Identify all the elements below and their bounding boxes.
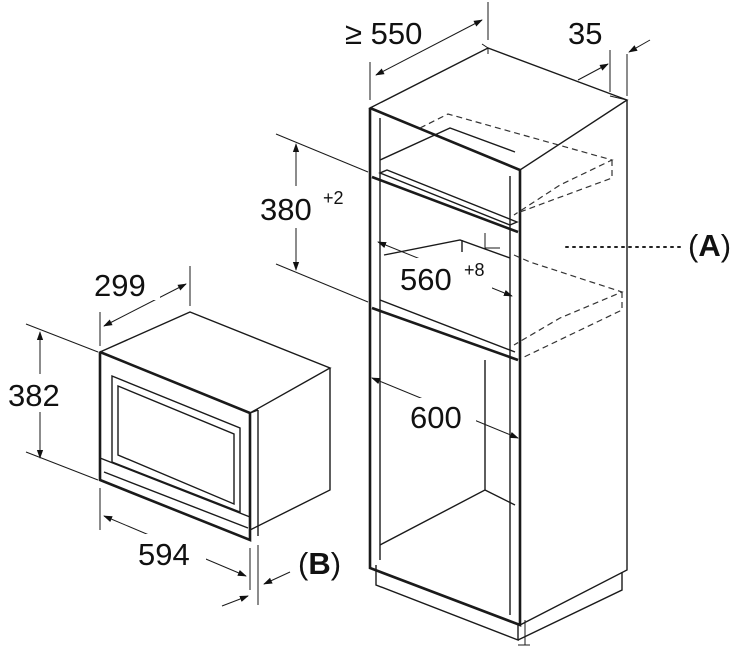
niche-width-label: 560 [400, 262, 452, 297]
reference-b-label: (B) [298, 546, 341, 581]
dimension-niche-height: 380 +2 [258, 133, 369, 303]
tall-cabinet [368, 43, 629, 646]
dimension-back-gap: 35 [568, 16, 651, 96]
dimension-appliance-height: 382 [6, 323, 99, 481]
dimension-appliance-depth: 299 [92, 266, 191, 346]
cabinet-depth-label: ≥ 550 [345, 16, 422, 51]
built-in-appliance [98, 311, 332, 542]
appliance-width-label: 594 [138, 537, 190, 572]
dimension-niche-width: 560 +8 [377, 241, 513, 297]
niche-height-label: 380 [260, 192, 312, 227]
dimension-cabinet-width: 600 [371, 377, 519, 439]
reference-b: (B) [298, 546, 341, 581]
niche-width-tolerance: +8 [464, 260, 485, 280]
dimension-appliance-width: 594 [99, 488, 251, 590]
back-gap-label: 35 [568, 16, 602, 51]
reference-a: (A) [565, 228, 731, 263]
appliance-height-label: 382 [8, 378, 60, 413]
cabinet-width-label: 600 [410, 400, 462, 435]
niche-height-tolerance: +2 [323, 188, 344, 208]
dimension-front-trim [221, 545, 291, 607]
appliance-depth-label: 299 [94, 268, 146, 303]
reference-a-label: (A) [688, 228, 731, 263]
dimension-cabinet-depth: ≥ 550 [345, 2, 489, 100]
